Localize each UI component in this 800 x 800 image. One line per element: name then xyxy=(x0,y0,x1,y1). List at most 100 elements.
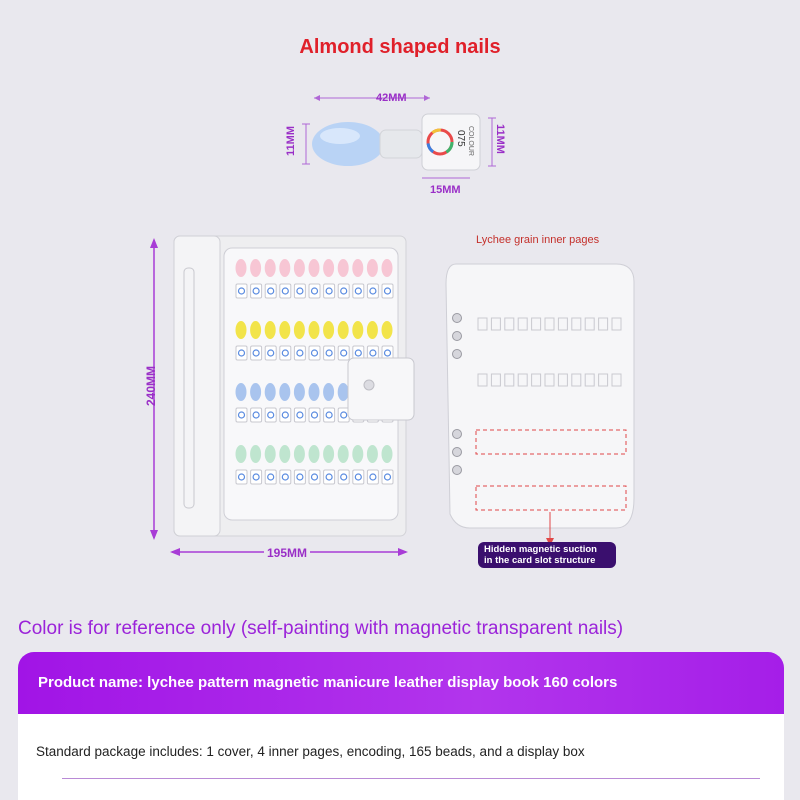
nail-swatch xyxy=(381,259,393,277)
card-height-label: 11MM xyxy=(494,124,506,154)
card-brand: COLOUR xyxy=(467,126,474,156)
card-slot xyxy=(517,317,528,331)
color-card xyxy=(293,283,306,299)
color-card xyxy=(279,345,292,361)
color-card xyxy=(279,407,292,423)
card-slot xyxy=(544,373,555,387)
color-card xyxy=(235,469,248,485)
nail-swatch xyxy=(337,445,349,463)
color-card xyxy=(337,469,350,485)
nail-swatch xyxy=(250,445,262,463)
color-card xyxy=(366,469,379,485)
color-wheel-icon xyxy=(340,287,348,295)
nail-swatch xyxy=(235,321,247,339)
product-name-bar: Product name: lychee pattern magnetic ma… xyxy=(18,652,784,714)
color-wheel-icon xyxy=(281,349,289,357)
color-card xyxy=(323,283,336,299)
nail-swatch xyxy=(352,321,364,339)
card-slot xyxy=(598,317,609,331)
color-card xyxy=(293,345,306,361)
card-number: 075 xyxy=(455,130,466,147)
color-card xyxy=(250,345,263,361)
nail-swatch xyxy=(293,445,305,463)
color-card xyxy=(264,469,277,485)
color-card xyxy=(235,283,248,299)
card-width-label: 15MM xyxy=(430,184,461,196)
color-wheel-icon xyxy=(252,287,260,295)
card-slot xyxy=(504,317,515,331)
color-card xyxy=(235,407,248,423)
card-slot xyxy=(557,373,568,387)
card-slot xyxy=(477,317,488,331)
nail-swatch xyxy=(308,383,320,401)
color-wheel-icon xyxy=(281,287,289,295)
color-wheel-icon xyxy=(310,473,319,481)
nail-swatch xyxy=(293,259,305,277)
binder-ring-hole xyxy=(452,447,462,457)
color-wheel-icon xyxy=(237,473,246,481)
card-slot xyxy=(490,373,501,387)
card-slot xyxy=(490,317,501,331)
nail-swatch xyxy=(235,445,247,463)
nail-swatch xyxy=(250,321,262,339)
nail-swatch xyxy=(366,259,378,277)
color-card xyxy=(264,283,277,299)
callout-line-1: Hidden magnetic suction xyxy=(484,544,597,555)
color-card xyxy=(250,407,263,423)
inner-page-drawing xyxy=(445,263,635,546)
color-wheel-icon xyxy=(383,287,392,295)
inner-page: Lychee grain inner pages Hidden magnetic… xyxy=(430,228,650,578)
nail-swatch xyxy=(279,383,291,401)
nail-swatch xyxy=(381,321,393,339)
card-slot xyxy=(531,317,542,331)
color-card xyxy=(323,469,336,485)
color-wheel-icon xyxy=(267,349,275,357)
nail-swatch xyxy=(279,445,291,463)
card-slot xyxy=(544,317,555,331)
binder-ring-hole xyxy=(452,465,462,475)
nail-swatch xyxy=(279,259,291,277)
nail-swatch xyxy=(293,383,305,401)
card-slot xyxy=(598,373,609,387)
nail-swatch xyxy=(264,445,276,463)
color-wheel-icon xyxy=(281,411,289,419)
color-card xyxy=(250,469,263,485)
product-name: Product name: lychee pattern magnetic ma… xyxy=(38,674,618,691)
color-wheel-icon xyxy=(296,349,304,357)
nail-swatch xyxy=(366,445,378,463)
color-card xyxy=(323,407,336,423)
nail-swatch xyxy=(323,445,335,463)
color-wheel-icon xyxy=(340,473,348,481)
binder-ring-hole xyxy=(452,331,462,341)
card-slot xyxy=(584,373,595,387)
card-slot xyxy=(584,317,595,331)
color-wheel-icon xyxy=(267,411,275,419)
nail-swatch xyxy=(279,321,291,339)
color-wheel-icon xyxy=(237,287,246,295)
page-title: Almond shaped nails xyxy=(299,36,501,58)
divider xyxy=(62,778,760,779)
color-card xyxy=(352,283,365,299)
nail-swatch xyxy=(337,259,349,277)
binder-ring-hole xyxy=(452,349,462,359)
nail-swatch xyxy=(308,445,320,463)
nail-swatch xyxy=(381,445,393,463)
color-card xyxy=(279,283,292,299)
nail-tip-diagram: 42MM 11MM 11MM 15MM 075 COLOUR xyxy=(280,86,520,206)
color-card xyxy=(264,407,277,423)
nail-swatch xyxy=(323,321,335,339)
color-card xyxy=(308,345,321,361)
binder-ring-hole xyxy=(452,313,462,323)
color-card xyxy=(250,283,263,299)
color-card xyxy=(235,345,248,361)
nail-swatch xyxy=(264,259,276,277)
color-wheel-icon xyxy=(252,473,260,481)
tip-length-label: 42MM xyxy=(376,92,407,104)
nail-swatch xyxy=(352,259,364,277)
nail-swatch xyxy=(293,321,305,339)
card-slot xyxy=(517,373,528,387)
book-height-label: 240MM xyxy=(144,366,158,407)
color-wheel-icon xyxy=(237,411,246,419)
color-wheel-icon xyxy=(237,349,246,357)
color-wheel-icon xyxy=(310,411,319,419)
